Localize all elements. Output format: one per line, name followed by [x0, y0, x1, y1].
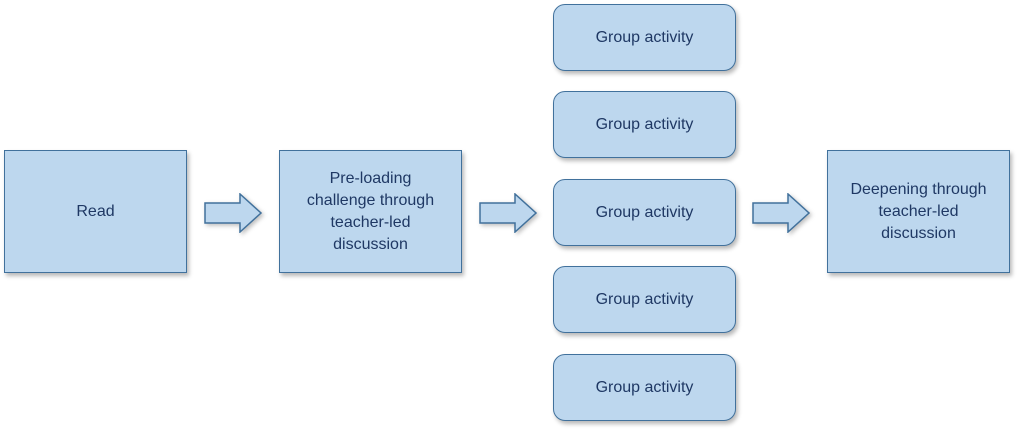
group-activity-label: Group activity: [595, 203, 694, 221]
group-activity-label: Group activity: [595, 115, 694, 133]
step-read-label: Read: [76, 202, 115, 220]
step-deepen-label: Deepening through teacher-led discussion: [850, 180, 987, 242]
group-activity-box: Group activity: [553, 179, 736, 246]
group-activity-box: Group activity: [553, 266, 736, 333]
step-read-box: Read: [4, 150, 187, 273]
group-activity-label: Group activity: [595, 378, 694, 396]
arrow-right-icon: [752, 193, 810, 233]
arrow-right-icon: [204, 193, 262, 233]
step-preload-label: Pre-loading challenge through teacher-le…: [306, 169, 435, 253]
group-activity-label: Group activity: [595, 28, 694, 46]
group-activity-label: Group activity: [595, 290, 694, 308]
group-activity-box: Group activity: [553, 354, 736, 421]
arrow-right-icon: [479, 193, 537, 233]
group-activity-box: Group activity: [553, 4, 736, 71]
step-preload-box: Pre-loading challenge through teacher-le…: [279, 150, 462, 273]
group-activity-box: Group activity: [553, 91, 736, 158]
step-deepen-box: Deepening through teacher-led discussion: [827, 150, 1010, 273]
